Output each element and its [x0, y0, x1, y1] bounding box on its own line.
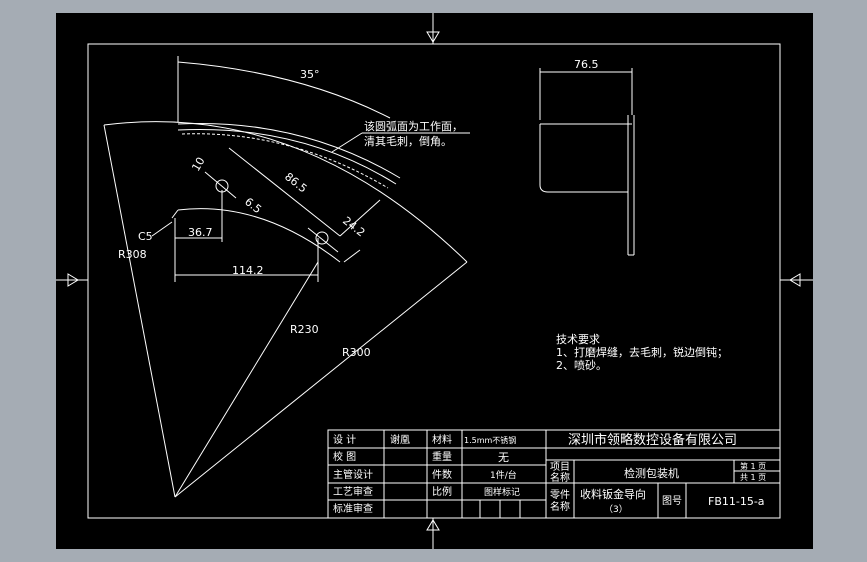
- dim-width: 76.5: [574, 58, 599, 71]
- tb-design-label: 设 计: [333, 433, 356, 446]
- annotation-line2: 清其毛刺，倒角。: [364, 135, 452, 148]
- tech-notes-item2: 2、喷砂。: [556, 359, 607, 372]
- tech-notes-title: 技术要求: [556, 333, 600, 346]
- tb-part-label-1: 零件: [550, 489, 570, 501]
- tb-drawing-no-label: 图号: [662, 495, 682, 507]
- tb-part-value: 收料钣金导向: [580, 487, 646, 501]
- tb-scale-label: 比例: [432, 485, 452, 498]
- centering-marks: [56, 13, 813, 549]
- dim-angle: 35°: [300, 68, 320, 81]
- tb-qty-value: 1件/台: [490, 469, 517, 481]
- tb-company: 深圳市领略数控设备有限公司: [568, 432, 737, 448]
- tb-material-value: 1.5mm不锈钢: [464, 435, 516, 445]
- dim-114-2: 114.2: [232, 264, 264, 277]
- annotation-line1: 该圆弧面为工作面，: [364, 119, 463, 133]
- dim-r300: R300: [342, 346, 371, 359]
- tb-project-label-2: 名称: [550, 471, 570, 484]
- tb-weight-label: 重量: [432, 450, 452, 463]
- tech-notes-item1: 1、打磨焊缝，去毛刺，锐边倒钝；: [556, 345, 728, 359]
- dim-r230: R230: [290, 323, 319, 336]
- tb-weight-value: 无: [498, 451, 509, 464]
- tb-scale-value: 图样标记: [484, 486, 520, 498]
- tb-sheet-no: 第 1 页: [740, 461, 766, 471]
- dim-36-7: 36.7: [188, 226, 213, 239]
- tb-qty-label: 件数: [432, 468, 452, 481]
- tb-design-value: 谢凰: [390, 433, 410, 446]
- tb-chief-label: 主管设计: [333, 468, 373, 481]
- tb-project-value: 检测包装机: [624, 466, 679, 480]
- tb-process-label: 工艺审查: [333, 485, 373, 498]
- tb-part-label-2: 名称: [550, 500, 570, 513]
- side-view: [539, 68, 635, 256]
- tb-part-sub: （3）: [604, 504, 628, 515]
- dim-r308: R308: [118, 248, 147, 261]
- dim-10: 10: [189, 155, 207, 174]
- tb-project-label-1: 项目: [550, 461, 570, 473]
- dim-c5: C5: [138, 230, 153, 243]
- title-block-grid: [327, 429, 781, 519]
- tb-material-label: 材料: [432, 433, 452, 446]
- tb-sheet-total: 共 1 页: [740, 473, 766, 482]
- tb-check-label: 校 图: [333, 450, 356, 463]
- sector-part: [103, 56, 470, 498]
- tb-drawing-no-value: FB11-15-a: [708, 495, 765, 508]
- tb-standard-label: 标准审查: [333, 502, 373, 515]
